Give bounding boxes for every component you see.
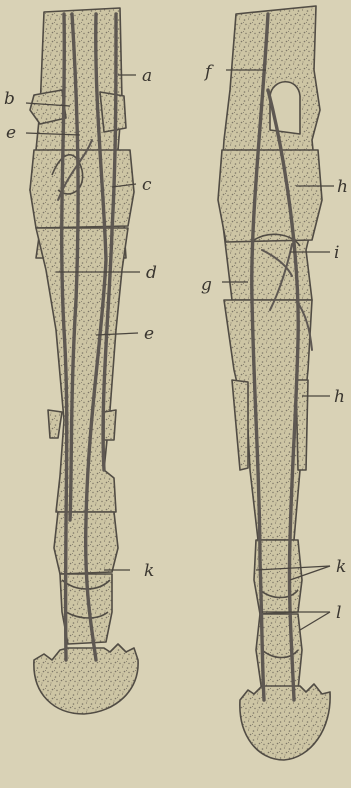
left-carpal-block xyxy=(30,150,134,228)
left-splint-tip-right xyxy=(104,410,116,440)
left-limb xyxy=(30,8,138,714)
label-l: l xyxy=(336,603,341,623)
label-h-upper: h xyxy=(337,177,348,197)
label-g: g xyxy=(201,275,212,295)
label-a: a xyxy=(142,66,152,86)
leader-l-b xyxy=(300,612,330,630)
right-carpal-block xyxy=(218,150,322,242)
label-f: f xyxy=(203,62,214,82)
right-hoof xyxy=(240,684,330,760)
left-joint-upper-right xyxy=(100,92,126,132)
left-cannon-bone xyxy=(36,228,128,512)
left-joint-b xyxy=(30,90,66,124)
right-splint-tip-left xyxy=(232,380,248,470)
right-notch xyxy=(270,82,300,134)
label-k-left: k xyxy=(144,561,154,581)
label-k-right: k xyxy=(336,557,346,577)
label-d: d xyxy=(146,263,157,283)
label-e-lower: e xyxy=(144,324,154,344)
left-hoof xyxy=(34,644,138,714)
left-splint-tip-left xyxy=(48,410,62,438)
label-b: b xyxy=(4,89,15,109)
label-i: i xyxy=(334,243,339,263)
label-h-lower: h xyxy=(334,387,345,407)
label-e-upper: e xyxy=(6,123,16,143)
label-c: c xyxy=(142,175,152,195)
